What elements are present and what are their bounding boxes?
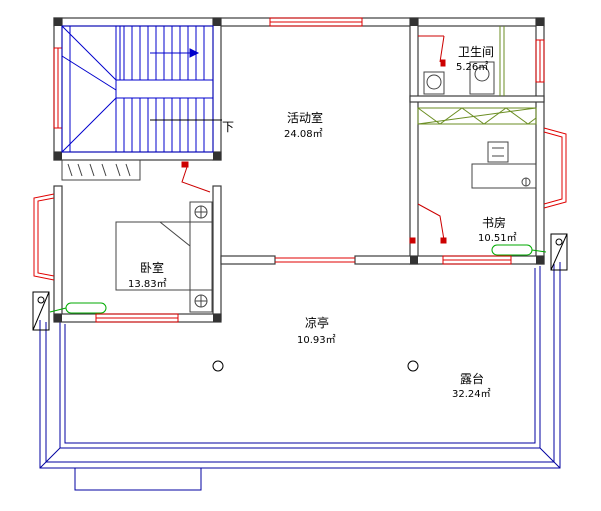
wall-columns xyxy=(54,18,544,322)
ac-units xyxy=(49,244,547,314)
column-left xyxy=(212,360,224,372)
room-area-pavilion: 10.93㎡ xyxy=(297,334,336,346)
terrace-railing xyxy=(39,262,561,469)
windows xyxy=(33,17,567,323)
stair-down-label: 下 xyxy=(222,120,234,134)
wardrobe xyxy=(61,159,141,181)
room-area-bedroom: 13.83㎡ xyxy=(128,278,167,290)
bed xyxy=(115,221,213,291)
study-closet xyxy=(417,107,537,125)
room-name-activity: 活动室 xyxy=(287,110,323,125)
room-area-activity: 24.08㎡ xyxy=(284,128,323,140)
staircase xyxy=(61,25,222,153)
study-desk xyxy=(471,141,537,189)
nightstand-bottom xyxy=(189,289,213,313)
column-right xyxy=(407,360,419,372)
bathroom-fixtures xyxy=(423,26,505,96)
room-name-terrace: 露台 xyxy=(460,371,484,386)
nightstand-top xyxy=(189,201,213,223)
room-area-terrace: 32.24㎡ xyxy=(452,388,491,400)
room-name-study: 书房 xyxy=(482,215,506,230)
room-area-study: 10.51㎡ xyxy=(478,232,517,244)
terrace-step xyxy=(74,467,202,491)
room-name-bedroom: 卧室 xyxy=(140,260,164,275)
room-name-pavilion: 凉亭 xyxy=(305,315,329,330)
room-area-bathroom: 5.26㎡ xyxy=(456,61,488,73)
downspout-right xyxy=(550,233,568,271)
room-name-bathroom: 卫生间 xyxy=(458,45,494,59)
doors xyxy=(181,35,447,244)
downspout-left xyxy=(32,291,50,331)
